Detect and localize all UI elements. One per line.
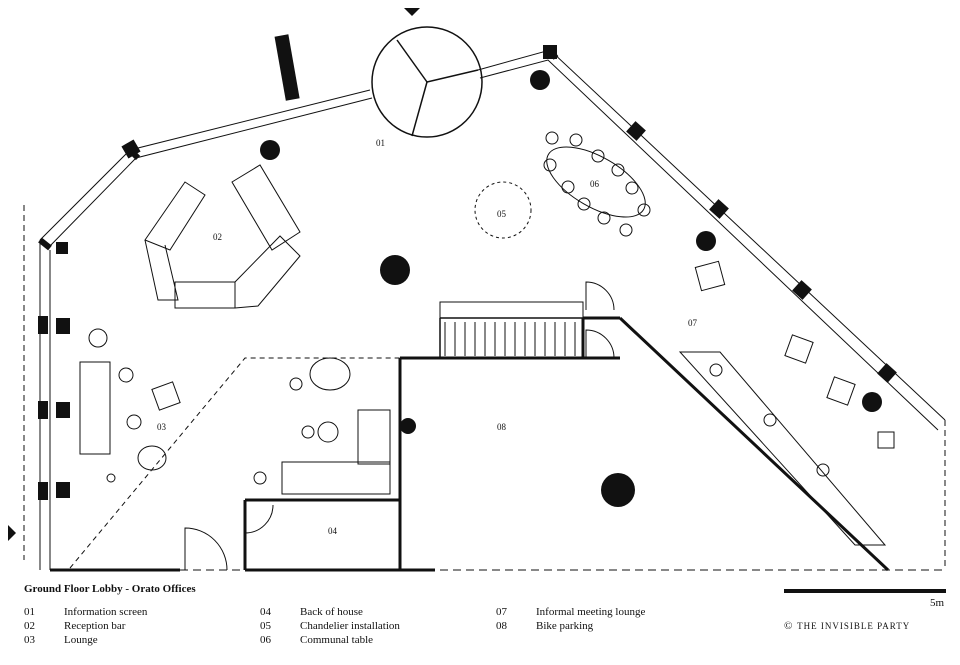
structural-columns [260,70,882,507]
stair [439,301,584,356]
credit-name: The Invisible Party [797,621,911,631]
scale-label: 5m [929,597,944,609]
lounge-zone [69,357,400,569]
interior-walls [243,316,890,572]
scale-bar: 5m [784,589,946,619]
copyright-icon: © [784,620,794,632]
credit: © The Invisible Party [784,620,910,632]
lounge-furniture [79,328,391,495]
room-label: 08 [497,422,507,432]
meeting-lounge-furniture [678,260,895,546]
room-label: 07 [688,318,698,328]
communal-table [543,131,651,237]
drawing-title: Ground Floor Lobby - Orato Offices [24,583,196,595]
facade-mullions [38,48,559,251]
revolving-door [371,26,483,138]
north-arrow-icon [404,8,420,16]
room-label: 01 [376,138,385,148]
room-label: 05 [497,209,507,219]
chandelier-installation [474,181,532,239]
doors [184,281,615,571]
room-labels: 01 02 03 04 05 06 07 08 [157,138,698,536]
facade-panels [38,45,897,500]
room-label: 06 [590,179,600,189]
information-screen [274,34,300,101]
room-label: 04 [328,526,338,536]
reception-bar [144,164,301,309]
scale-bar-line [784,589,946,593]
entry-arrow-icon [8,525,16,541]
room-label: 03 [157,422,167,432]
floor-plan: 01 02 03 04 05 06 07 08 [8,8,946,572]
room-label: 02 [213,232,222,242]
